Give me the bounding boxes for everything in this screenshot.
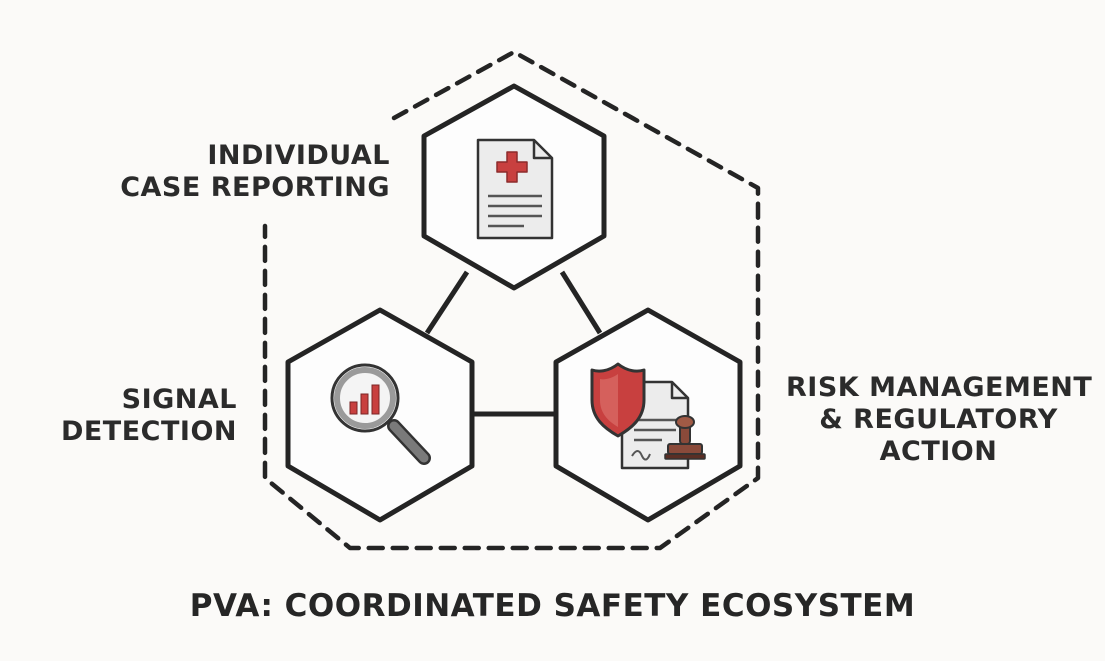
label-line: SIGNAL [121, 384, 237, 415]
node-risk-management [553, 307, 743, 523]
node-case-reporting [421, 83, 607, 291]
ecosystem-boundary [262, 49, 761, 551]
connector-case-to-signal [424, 270, 470, 335]
label-line: ACTION [879, 436, 998, 467]
magnifier-chart-icon [330, 363, 431, 465]
diagram-caption: PVA: COORDINATED SAFETY ECOSYSTEM [189, 588, 916, 624]
node-signal-detection [285, 307, 475, 523]
label-individual-case-reporting: INDIVIDUAL CASE REPORTING [120, 140, 390, 204]
label-line: & REGULATORY [819, 404, 1058, 435]
medical-report-icon [476, 138, 554, 240]
label-line: CASE REPORTING [120, 172, 390, 203]
label-line: INDIVIDUAL [207, 140, 390, 171]
connector-case-to-risk [559, 270, 603, 335]
shield-document-stamp-icon [590, 362, 706, 470]
label-line: RISK MANAGEMENT [786, 372, 1093, 403]
label-risk-management: RISK MANAGEMENT & REGULATORY ACTION [786, 372, 1093, 468]
label-line: DETECTION [60, 416, 237, 447]
label-signal-detection: SIGNAL DETECTION [61, 384, 237, 448]
